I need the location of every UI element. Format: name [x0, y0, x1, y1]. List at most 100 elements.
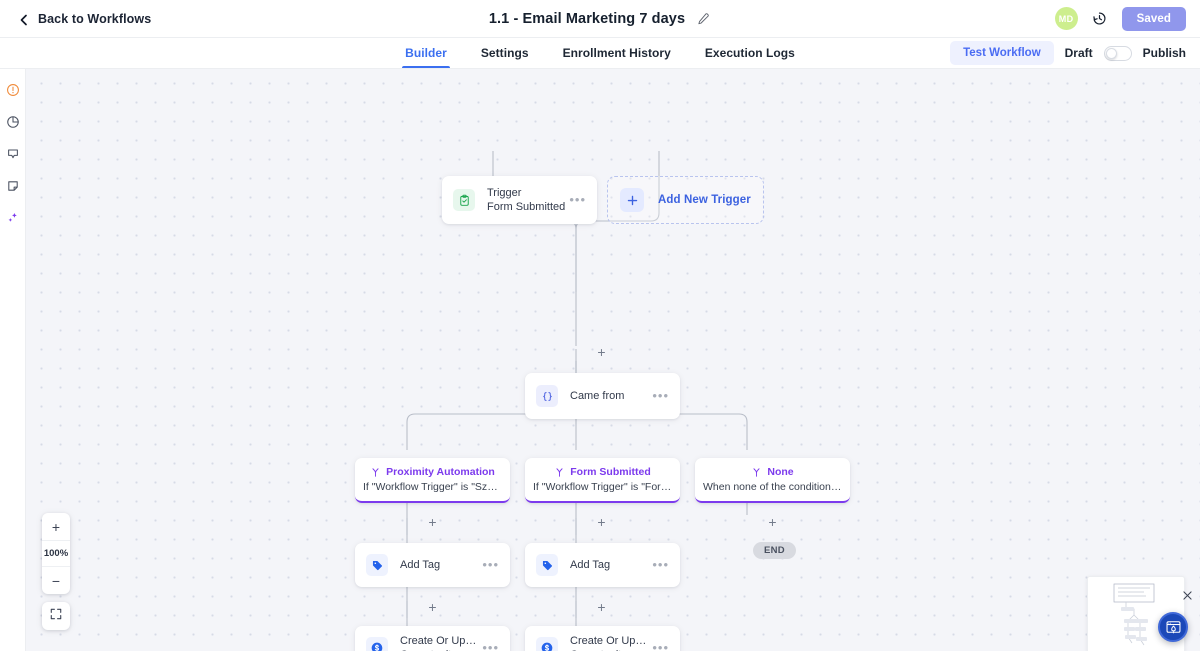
- pencil-icon[interactable]: [695, 11, 711, 27]
- top-bar: Back to Workflows 1.1 - Email Marketing …: [0, 0, 1200, 38]
- publish-toggle-knob: [1106, 47, 1118, 59]
- publish-label: Publish: [1142, 46, 1186, 60]
- branch-none[interactable]: None When none of the conditions are met: [695, 458, 850, 503]
- node-came-from-text: Came from: [570, 389, 652, 403]
- tab-settings-label: Settings: [480, 46, 529, 60]
- node-add-tag-middle-title: Add Tag: [570, 559, 611, 571]
- publish-toggle[interactable]: [1103, 45, 1132, 61]
- branch-fork-icon: [753, 467, 760, 477]
- zoom-level-label: 100%: [42, 540, 70, 567]
- tab-enrollment-history[interactable]: Enrollment History: [561, 38, 673, 68]
- edge-plus-branch-proximity[interactable]: +: [428, 513, 437, 530]
- rocket-window-icon[interactable]: [1158, 612, 1188, 642]
- node-opportunity-middle-menu[interactable]: •••: [652, 640, 669, 651]
- top-bar-actions: MD Saved: [1054, 6, 1186, 31]
- tab-builder-label: Builder: [405, 46, 447, 60]
- node-trigger-text: Trigger Form Submitted: [487, 186, 569, 214]
- node-add-tag-middle-menu[interactable]: •••: [652, 557, 669, 572]
- fit-to-screen-button[interactable]: [42, 602, 70, 630]
- branch-fork-icon: [372, 467, 379, 477]
- node-trigger-menu[interactable]: •••: [569, 192, 586, 207]
- node-trigger-title: Trigger: [487, 187, 522, 199]
- branch-form-submitted-description: If "Workflow Trigger" is "Form Submit...: [533, 481, 672, 493]
- tab-execution-logs[interactable]: Execution Logs: [703, 38, 797, 68]
- test-workflow-button[interactable]: Test Workflow: [950, 41, 1054, 65]
- body-area: Trigger Form Submitted ••• Add New Trigg…: [0, 69, 1200, 651]
- left-tool-rail: [0, 69, 26, 651]
- branch-fork-icon: [556, 467, 563, 477]
- tag-icon: [366, 554, 388, 576]
- sparkle-ai-icon[interactable]: [4, 209, 22, 227]
- branch-proximity-description: If "Workflow Trigger" is "SzHtzx1LRHV...: [363, 481, 502, 493]
- plus-icon: [620, 188, 644, 212]
- node-came-from[interactable]: Came from •••: [525, 373, 680, 419]
- tab-enrollment-history-label: Enrollment History: [562, 46, 671, 60]
- tag-icon: [536, 554, 558, 576]
- flow-graph: Trigger Form Submitted ••• Add New Trigg…: [26, 69, 1200, 651]
- saved-button[interactable]: Saved: [1121, 6, 1186, 31]
- add-new-trigger-button[interactable]: Add New Trigger: [607, 176, 764, 224]
- branch-none-head: None: [751, 466, 794, 478]
- zoom-controls: + 100% −: [42, 513, 70, 594]
- branch-form-submitted[interactable]: Form Submitted If "Workflow Trigger" is …: [525, 458, 680, 503]
- node-came-from-menu[interactable]: •••: [652, 388, 669, 403]
- node-add-tag-middle-text: Add Tag: [570, 558, 652, 572]
- back-to-workflows-button[interactable]: Back to Workflows: [14, 9, 155, 29]
- minimap-preview: [1113, 583, 1155, 646]
- zoom-out-button[interactable]: −: [51, 572, 61, 589]
- zoom-in-button[interactable]: +: [51, 518, 61, 535]
- draft-label: Draft: [1064, 46, 1093, 60]
- dollar-circle-icon: [536, 637, 558, 651]
- fit-screen-icon: [49, 607, 63, 626]
- clock-history-icon[interactable]: [1090, 9, 1110, 29]
- node-trigger[interactable]: Trigger Form Submitted •••: [442, 176, 597, 224]
- branch-none-description: When none of the conditions are met: [703, 481, 842, 493]
- edge-plus-before-came-from[interactable]: +: [597, 343, 606, 360]
- node-add-tag-left[interactable]: Add Tag •••: [355, 543, 510, 587]
- tab-settings[interactable]: Settings: [479, 38, 531, 68]
- clipboard-check-icon: [453, 189, 475, 211]
- edge-plus-after-add-tag-middle[interactable]: +: [597, 598, 606, 615]
- tab-execution-logs-label: Execution Logs: [704, 46, 795, 60]
- dollar-circle-icon: [366, 637, 388, 651]
- node-add-tag-left-text: Add Tag: [400, 558, 482, 572]
- node-create-or-update-opportunity-middle[interactable]: Create Or Update Opportunity •••: [525, 626, 680, 651]
- branch-proximity-head: Proximity Automation: [370, 466, 495, 478]
- node-add-tag-left-menu[interactable]: •••: [482, 557, 499, 572]
- chevron-left-icon: [18, 13, 30, 25]
- node-create-or-update-opportunity-left[interactable]: Create Or Update Opportunity •••: [355, 626, 510, 651]
- code-braces-icon: [536, 385, 558, 407]
- avatar[interactable]: MD: [1054, 7, 1078, 30]
- note-icon[interactable]: [4, 177, 22, 195]
- workflow-canvas[interactable]: Trigger Form Submitted ••• Add New Trigg…: [26, 69, 1200, 651]
- alert-circle-icon[interactable]: [4, 81, 22, 99]
- edge-plus-after-add-tag-left[interactable]: +: [428, 598, 437, 615]
- tab-list: Builder Settings Enrollment History Exec…: [0, 38, 1200, 68]
- node-opportunity-middle-title: Create Or Update: [570, 635, 653, 647]
- tab-builder[interactable]: Builder: [402, 38, 450, 68]
- node-opportunity-left-text: Create Or Update Opportunity: [400, 634, 482, 651]
- node-opportunity-left-title: Create Or Update: [400, 635, 483, 647]
- node-came-from-title: Came from: [570, 390, 625, 402]
- branch-proximity-automation[interactable]: Proximity Automation If "Workflow Trigge…: [355, 458, 510, 503]
- node-add-tag-middle[interactable]: Add Tag •••: [525, 543, 680, 587]
- add-new-trigger-label: Add New Trigger: [658, 194, 751, 206]
- close-icon[interactable]: [1182, 590, 1193, 601]
- edge-plus-branch-none[interactable]: +: [768, 513, 777, 530]
- branch-form-submitted-name: Form Submitted: [570, 466, 651, 478]
- tab-bar-actions: Test Workflow Draft Publish: [950, 38, 1186, 68]
- end-badge: END: [753, 542, 796, 559]
- back-to-workflows-label: Back to Workflows: [38, 11, 152, 26]
- node-add-tag-left-title: Add Tag: [400, 559, 441, 571]
- workflow-title-group: 1.1 - Email Marketing 7 days: [0, 0, 1200, 37]
- pie-chart-icon[interactable]: [4, 113, 22, 131]
- comment-icon[interactable]: [4, 145, 22, 163]
- tab-bar: Builder Settings Enrollment History Exec…: [0, 38, 1200, 69]
- edge-plus-branch-form-submitted[interactable]: +: [597, 513, 606, 530]
- branch-form-submitted-head: Form Submitted: [554, 466, 651, 478]
- node-opportunity-left-menu[interactable]: •••: [482, 640, 499, 651]
- workflow-title: 1.1 - Email Marketing 7 days: [488, 10, 686, 27]
- branch-none-name: None: [767, 466, 794, 478]
- node-trigger-subtitle: Form Submitted: [487, 201, 566, 213]
- branch-proximity-name: Proximity Automation: [386, 466, 495, 478]
